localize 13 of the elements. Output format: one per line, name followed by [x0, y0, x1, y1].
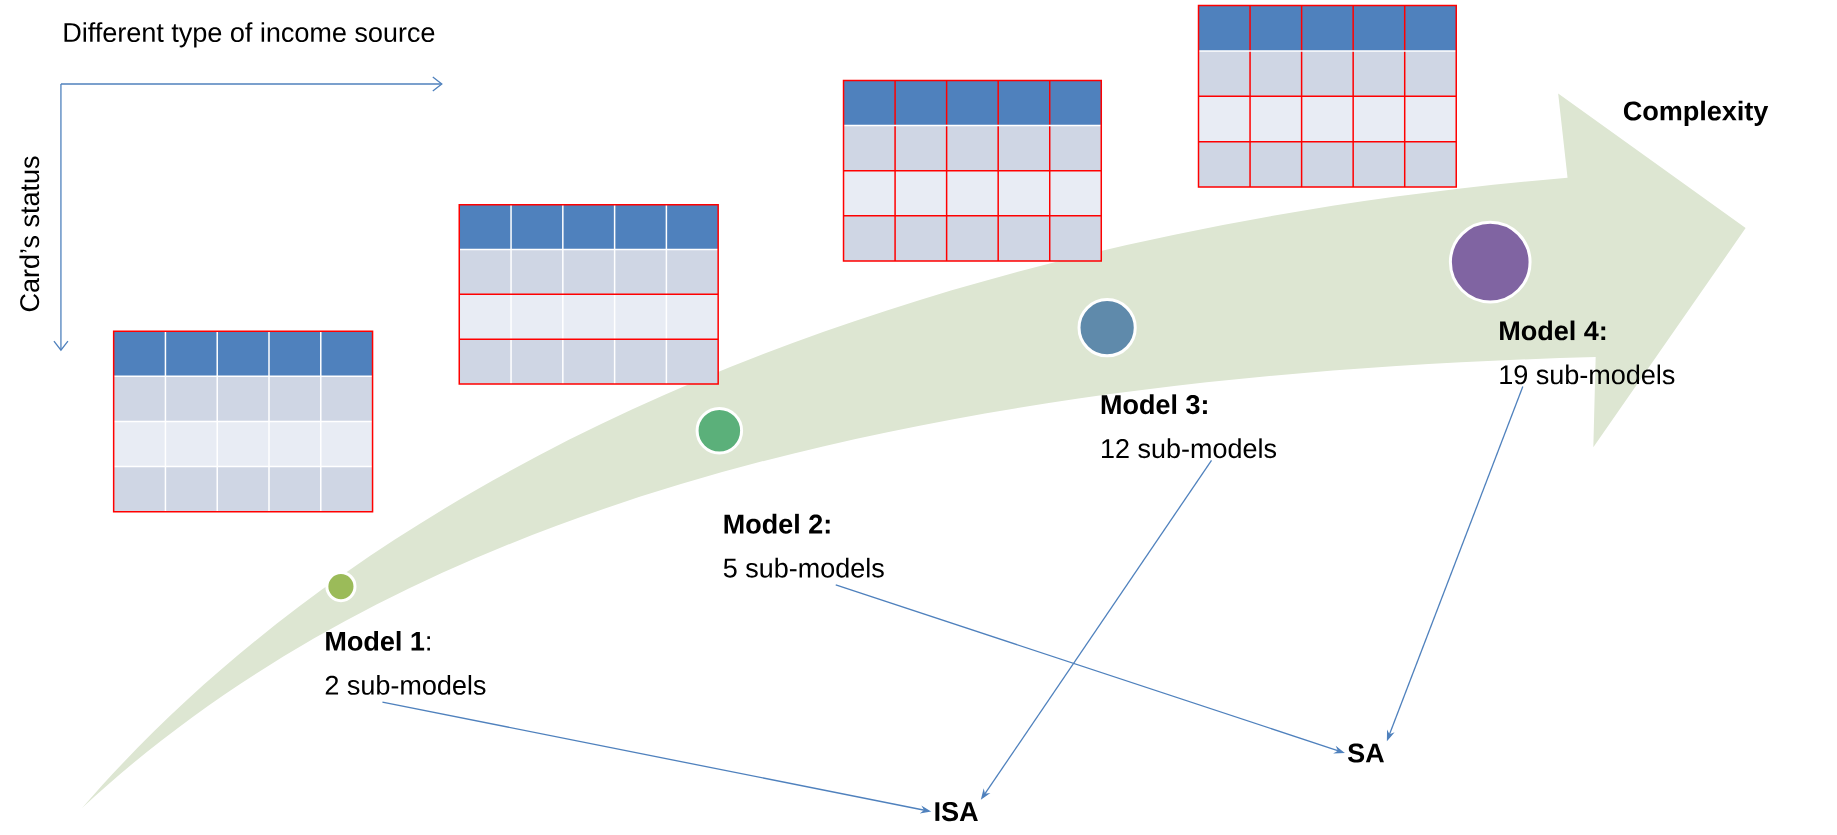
model-dot	[325, 571, 357, 603]
target-label: SA	[1347, 743, 1384, 763]
model-label: Model 4: 19 sub-models	[1500, 320, 1675, 385]
axis-label: Different type of income source	[64, 22, 435, 48]
complexity-label: Complexity	[1623, 100, 1769, 126]
model-label: Model 1: 2 sub-models	[325, 631, 486, 695]
model-label: Model 3: 12 sub-models	[1101, 394, 1277, 459]
model-label: Model 2: 5 sub-models	[723, 513, 884, 578]
model-dot	[695, 407, 744, 455]
axis-label: Card’s status	[19, 156, 40, 312]
model-dot	[1077, 298, 1137, 358]
target-label: ISA	[935, 802, 978, 822]
model-dot	[1448, 220, 1532, 304]
